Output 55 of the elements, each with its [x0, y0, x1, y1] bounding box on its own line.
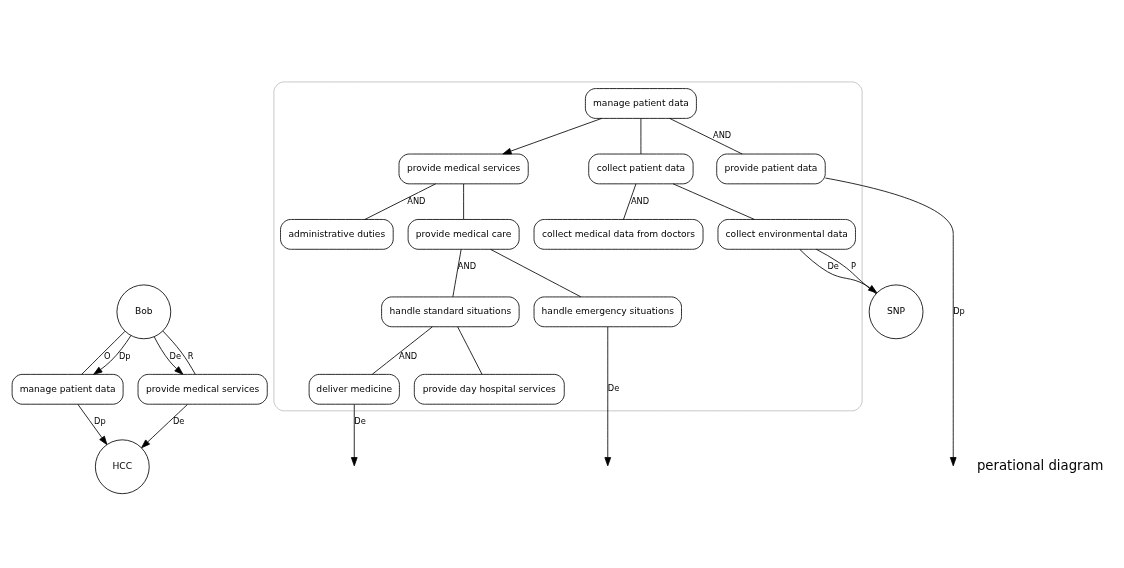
connector: [463, 183, 465, 220]
node-box: provide medical services: [137, 373, 268, 405]
connector: [162, 330, 196, 375]
edge-label: Dp: [118, 350, 131, 361]
edge-label: De: [172, 415, 185, 426]
node-box: handle standard situations: [381, 296, 520, 327]
edge-label: AND: [630, 195, 650, 206]
arrow: [77, 403, 108, 445]
arrow: [350, 403, 358, 466]
edge-label: O: [104, 350, 111, 361]
node-box: manage patient data: [11, 373, 124, 405]
edge-label: AND: [407, 195, 426, 206]
connector: [452, 248, 462, 297]
node-box: collect environmental data: [717, 218, 856, 250]
node-box: provide medical services: [398, 153, 529, 184]
arrow: [799, 248, 878, 293]
arrow: [93, 334, 132, 375]
edge-label: Dp: [953, 305, 965, 316]
edge-label: AND: [457, 260, 477, 271]
connector: [623, 183, 637, 220]
edge-label: AND: [713, 129, 732, 140]
connector: [457, 326, 483, 375]
node-box: provide day hospital services: [413, 373, 565, 405]
connector: [815, 248, 877, 294]
arrow: [604, 325, 612, 466]
node-box: manage patient data: [585, 87, 697, 119]
edge-label: De: [607, 382, 620, 393]
node-box: collect medical data from doctors: [533, 218, 704, 250]
cluster: [273, 81, 863, 411]
node-box: provide patient data: [716, 153, 826, 184]
edge-label: De: [354, 415, 366, 426]
connector: [81, 330, 126, 375]
edge-label: De: [169, 350, 182, 361]
edge-label: AND: [399, 350, 418, 361]
arrow: [141, 403, 188, 448]
arrow: [153, 335, 184, 375]
connector: [640, 117, 642, 154]
edge-label: R: [187, 350, 194, 361]
edge-label: Dp: [94, 415, 106, 426]
edge-label: P: [850, 260, 856, 271]
node-box: provide medical care: [407, 218, 520, 250]
node-box: collect patient data: [588, 153, 694, 184]
node-box: administrative duties: [280, 218, 394, 250]
label: perational diagram: [976, 457, 1104, 473]
arrow: [825, 177, 957, 466]
node-box: handle emergency situations: [533, 296, 682, 327]
connector: [490, 248, 582, 297]
connector: [669, 117, 743, 154]
connector: [364, 183, 436, 220]
node-circle: Bob: [116, 284, 172, 339]
arrow: [502, 117, 602, 154]
connector: [371, 326, 433, 375]
connector: [672, 183, 755, 220]
node-box: deliver medicine: [308, 373, 400, 405]
edge-label: De: [827, 260, 839, 271]
